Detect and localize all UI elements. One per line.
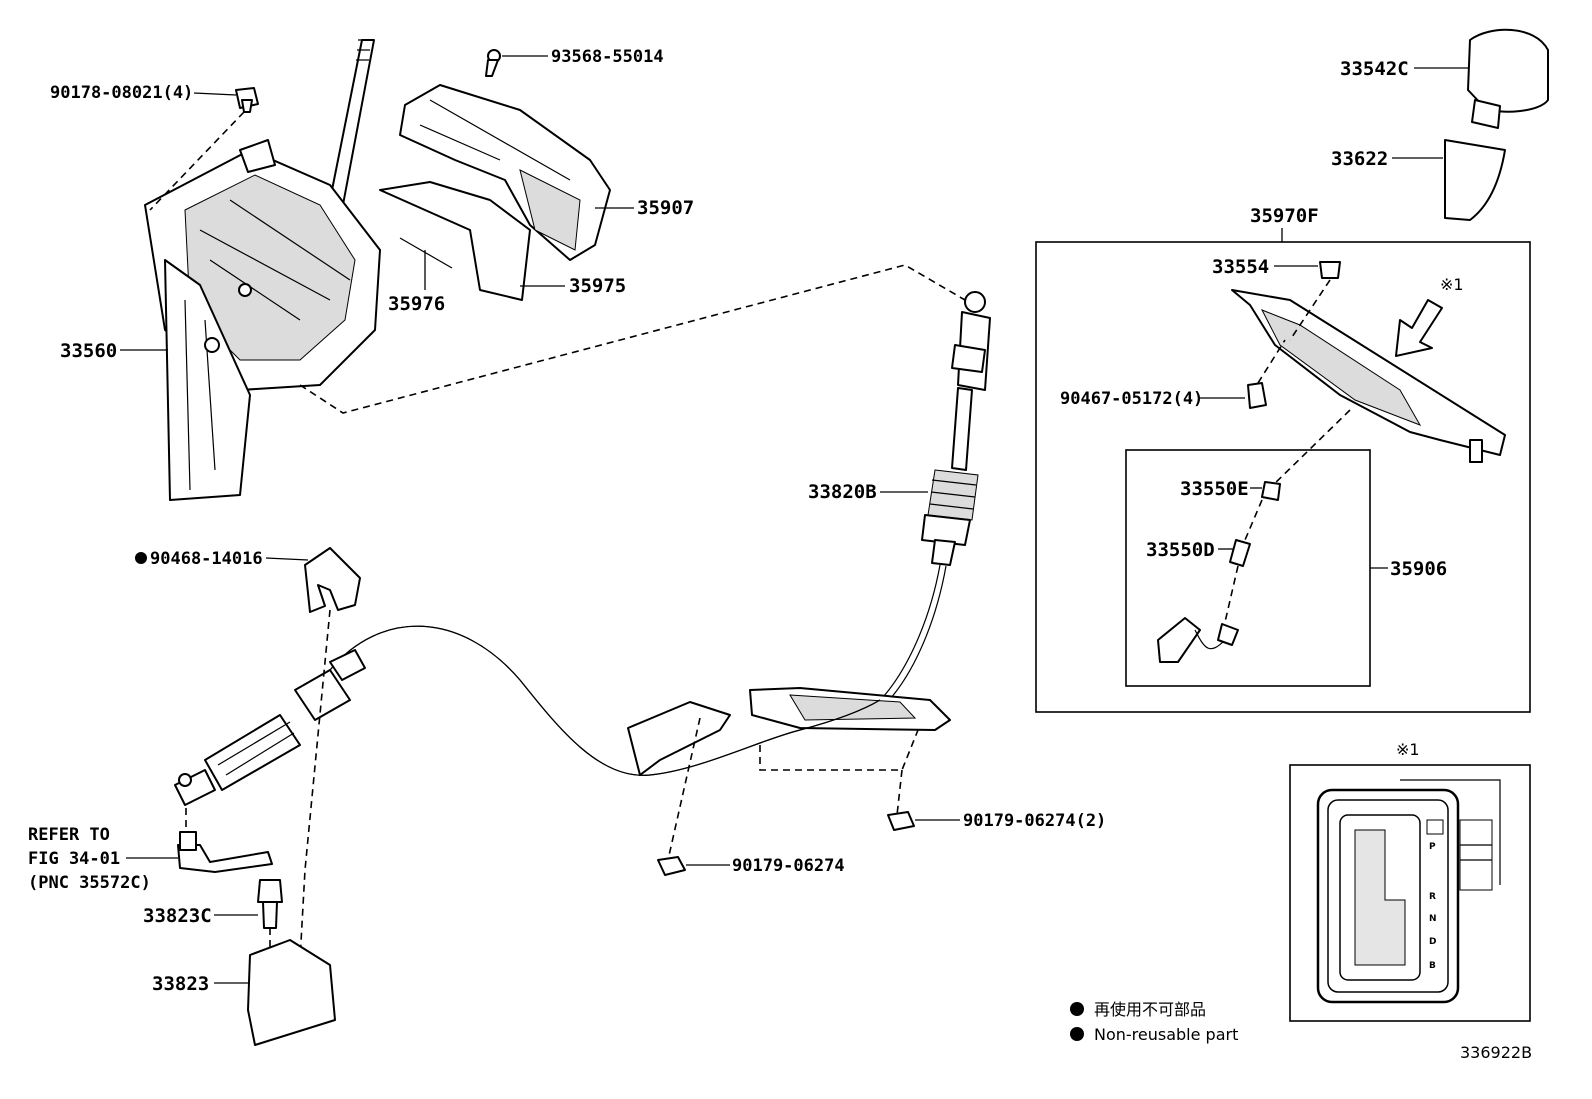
dash-33554 xyxy=(1289,279,1331,341)
label-35975: 35975 xyxy=(569,275,626,297)
bulb-33550D-drawing xyxy=(1229,539,1251,567)
label-33560: 33560 xyxy=(60,340,117,362)
label-gear-d: D xyxy=(1429,937,1436,947)
label-gear-n: N xyxy=(1429,914,1437,924)
label-refer-line3: (PNC 35572C) xyxy=(28,873,151,893)
bulb-33550E-drawing xyxy=(1261,481,1281,501)
cable-bracket-drawing xyxy=(627,687,951,776)
label-33554: 33554 xyxy=(1212,256,1269,278)
indicator-panel-drawing xyxy=(1231,289,1506,463)
label-33622: 33622 xyxy=(1331,148,1388,170)
view-arrow-icon xyxy=(1395,299,1443,357)
dash-33550D xyxy=(1244,499,1263,541)
shift-cable-drawing xyxy=(869,291,991,713)
legend-en: Non-reusable part xyxy=(1094,1025,1238,1044)
leader-90468 xyxy=(265,557,309,561)
label-90178: 90178-08021(4) xyxy=(50,83,193,103)
label-90179: 90179-06274 xyxy=(732,856,845,876)
clip-33554-drawing xyxy=(1319,261,1341,279)
bolt-90178-drawing xyxy=(235,87,259,113)
label-90468: 90468-14016 xyxy=(150,549,263,569)
label-refer-line2: FIG 34-01 xyxy=(28,849,120,869)
clip-90468-drawing xyxy=(304,547,361,613)
label-35906: 35906 xyxy=(1390,558,1447,580)
nut-90179x2-drawing xyxy=(887,811,915,831)
legend-dot-en xyxy=(1070,1027,1084,1041)
label-35976: 35976 xyxy=(388,293,445,315)
inset-frame xyxy=(1289,764,1531,1022)
socket-harness-drawing xyxy=(1157,617,1239,663)
cover-35907-drawing xyxy=(399,84,611,261)
dash-lever-cable xyxy=(299,264,966,414)
label-ref-mark: ※1 xyxy=(1440,275,1464,294)
legend-dot-jp xyxy=(1070,1002,1084,1016)
shift-gate-inset-drawing xyxy=(1316,779,1501,1004)
pin-35976-drawing xyxy=(399,237,453,269)
transmission-cable-drawing xyxy=(174,625,881,806)
legend-jp: 再使用不可部品 xyxy=(1094,1000,1206,1019)
dash-90468 xyxy=(299,609,331,961)
bolt-33823C-drawing xyxy=(257,879,283,929)
non-reusable-dot-90468 xyxy=(135,552,147,564)
dash-90179x2 xyxy=(759,729,919,816)
plate-35975-drawing xyxy=(379,181,531,301)
label-33542C: 33542C xyxy=(1340,58,1409,80)
dash-socket xyxy=(1224,565,1239,623)
label-33550E: 33550E xyxy=(1180,478,1249,500)
label-refer-line1: REFER TO xyxy=(28,825,110,845)
label-90179x2: 90179-06274(2) xyxy=(963,811,1106,831)
dash-90467 xyxy=(1257,339,1286,384)
label-33550D: 33550D xyxy=(1146,539,1215,561)
label-gear-p: P xyxy=(1429,842,1436,852)
label-90467: 90467-05172(4) xyxy=(1060,389,1203,409)
dash-bulb xyxy=(1269,409,1351,489)
screw-90467-drawing xyxy=(1247,382,1267,409)
knob-boot-drawing xyxy=(1444,139,1506,221)
refer-bracket-drawing xyxy=(177,831,273,873)
label-33823: 33823 xyxy=(152,973,209,995)
dash-90179 xyxy=(667,717,701,861)
label-35970F: 35970F xyxy=(1250,205,1319,227)
label-gear-r: R xyxy=(1429,892,1436,902)
dash-90178 xyxy=(149,111,245,211)
bracket-33823-drawing xyxy=(247,939,336,1046)
label-93568: 93568-55014 xyxy=(551,47,664,67)
box-35970F xyxy=(1035,241,1531,713)
shift-knob-drawing xyxy=(1467,28,1549,129)
shift-lever-assembly-drawing xyxy=(144,39,381,501)
label-35907: 35907 xyxy=(637,197,694,219)
label-33823C: 33823C xyxy=(143,905,212,927)
label-33820B: 33820B xyxy=(808,481,877,503)
leader-90178 xyxy=(193,92,237,96)
label-inset-ref-mark: ※1 xyxy=(1396,740,1420,759)
nut-90179-drawing xyxy=(657,856,686,876)
screw-93568-drawing xyxy=(485,49,501,77)
diagram-id: 336922B xyxy=(1460,1043,1532,1062)
label-gear-b: B xyxy=(1429,961,1436,971)
